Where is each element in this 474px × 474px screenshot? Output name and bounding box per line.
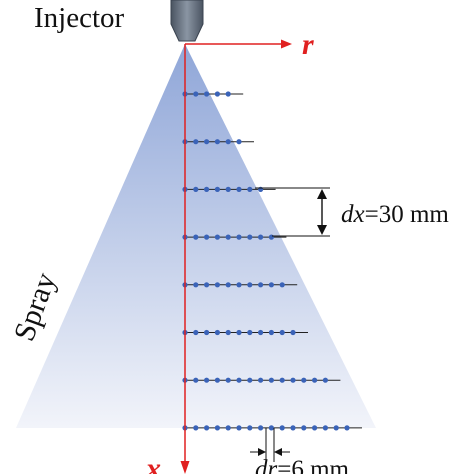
measurement-plane-3: [182, 186, 276, 192]
measurement-point: [258, 234, 264, 240]
measurement-point: [214, 425, 220, 431]
measurement-point: [236, 377, 242, 383]
measurement-point: [204, 282, 210, 288]
measurement-point: [204, 377, 210, 383]
measurement-point: [333, 425, 339, 431]
measurement-point: [193, 234, 199, 240]
measurement-point: [193, 91, 199, 97]
measurement-plane-2: [182, 139, 254, 145]
x-axis-label: x: [145, 452, 161, 474]
measurement-point: [258, 282, 264, 288]
measurement-point: [193, 425, 199, 431]
measurement-point: [258, 329, 264, 336]
measurement-point: [193, 139, 199, 145]
measurement-point: [279, 329, 285, 336]
measurement-point: [290, 329, 296, 336]
measurement-point: [214, 139, 220, 145]
measurement-point: [225, 234, 231, 240]
measurement-plane-7: [182, 377, 341, 383]
measurement-point: [322, 377, 328, 383]
measurement-point: [268, 329, 274, 336]
measurement-point: [279, 282, 285, 288]
measurement-point: [312, 425, 318, 431]
measurement-point: [268, 377, 274, 383]
measurement-point: [236, 329, 242, 336]
measurement-planes: [182, 91, 362, 431]
measurement-point: [344, 425, 350, 431]
measurement-point: [247, 186, 253, 192]
measurement-point: [236, 234, 242, 240]
measurement-plane-8: [182, 425, 362, 431]
measurement-point: [225, 91, 231, 97]
measurement-point: [214, 377, 220, 383]
measurement-point: [258, 425, 264, 431]
measurement-point: [268, 425, 274, 431]
measurement-point: [225, 425, 231, 431]
measurement-point: [322, 425, 328, 431]
measurement-point: [204, 329, 210, 336]
measurement-point: [236, 425, 242, 431]
injector-label: Injector: [34, 2, 125, 34]
measurement-point: [290, 377, 296, 383]
r-axis: [185, 39, 292, 49]
measurement-plane-5: [182, 282, 298, 288]
measurement-point: [225, 329, 231, 336]
measurement-point: [204, 91, 210, 97]
measurement-point: [204, 234, 210, 240]
measurement-point: [214, 186, 220, 192]
dr-dimension: [250, 428, 290, 462]
injector-nozzle: [170, 0, 204, 42]
measurement-point: [258, 377, 264, 383]
r-axis-label: r: [302, 28, 314, 61]
measurement-point: [312, 377, 318, 383]
measurement-point: [247, 377, 253, 383]
measurement-plane-4: [182, 234, 287, 240]
measurement-point: [279, 377, 285, 383]
measurement-point: [225, 282, 231, 288]
measurement-point: [247, 425, 253, 431]
dx-label: dx=30 mm: [341, 201, 449, 228]
measurement-point: [268, 282, 274, 288]
measurement-point: [236, 186, 242, 192]
measurement-point: [225, 186, 231, 192]
measurement-point: [214, 329, 220, 336]
dx-dimension: [255, 187, 330, 237]
measurement-point: [290, 425, 296, 431]
measurement-point: [279, 425, 285, 431]
measurement-point: [204, 425, 210, 431]
dr-label: dr=6 mm: [255, 456, 350, 474]
measurement-point: [193, 282, 199, 288]
measurement-point: [236, 139, 242, 145]
measurement-point: [214, 234, 220, 240]
x-axis: [180, 44, 190, 474]
measurement-plane-6: [182, 329, 308, 336]
measurement-point: [214, 282, 220, 288]
measurement-point: [193, 186, 199, 192]
measurement-point: [225, 377, 231, 383]
measurement-point: [204, 139, 210, 145]
measurement-point: [236, 282, 242, 288]
measurement-point: [193, 329, 199, 336]
measurement-point: [247, 234, 253, 240]
measurement-point: [268, 234, 274, 240]
measurement-point: [301, 425, 307, 431]
measurement-point: [214, 91, 220, 97]
measurement-point: [225, 139, 231, 145]
measurement-point: [247, 282, 253, 288]
measurement-point: [193, 377, 199, 383]
measurement-point: [247, 329, 253, 336]
spray-label: Spray: [8, 268, 63, 345]
measurement-point: [301, 377, 307, 383]
measurement-point: [204, 186, 210, 192]
